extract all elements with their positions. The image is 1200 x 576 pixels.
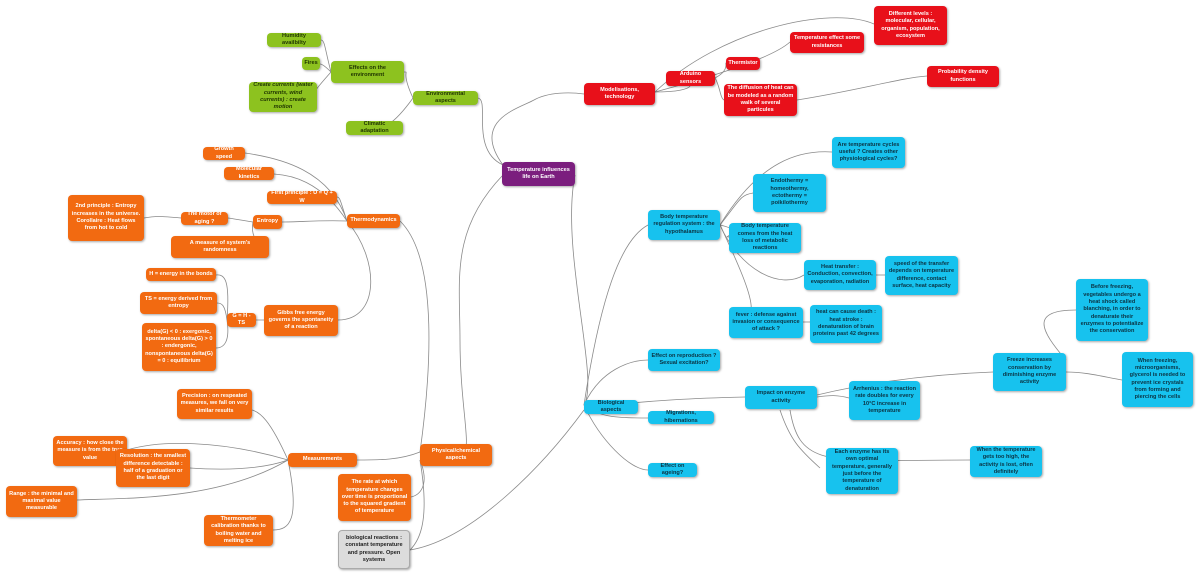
- node-thermodynamics[interactable]: Thermodynamics: [347, 214, 400, 228]
- node-h-energy-bonds[interactable]: H = energy in the bonds: [146, 268, 216, 281]
- node-measure-of-randomness[interactable]: A measure of system's randomness: [171, 236, 269, 258]
- node-freeze-conservation[interactable]: Freeze increases conservation by diminis…: [993, 353, 1066, 391]
- node-environmental-aspects[interactable]: Environmental aspects: [413, 91, 478, 105]
- node-modelisations-technology[interactable]: Modelisations, technology: [584, 83, 655, 105]
- node-biological-aspects[interactable]: Biological aspects: [584, 400, 638, 414]
- node-delta-g[interactable]: delta(G) < 0 : exergonic, spontaneous de…: [142, 323, 216, 371]
- node-growth-speed[interactable]: Growth speed: [203, 146, 245, 160]
- node-temperature-too-high[interactable]: When the temperature gets too high, the …: [970, 446, 1042, 477]
- node-effect-on-ageing[interactable]: Effect on ageing?: [648, 463, 697, 477]
- node-accuracy[interactable]: Accuracy : how close the measure is from…: [53, 436, 127, 466]
- node-g-formula[interactable]: G = H - TS: [227, 313, 256, 327]
- node-effect-on-reproduction[interactable]: Effect on reproduction ? Sexual excitati…: [648, 349, 720, 371]
- node-motor-of-aging[interactable]: The motor of aging ?: [181, 211, 228, 225]
- node-thermometer-calibration[interactable]: Thermometer calibration thanks to boilin…: [204, 515, 273, 546]
- node-thermistor[interactable]: Thermistor: [726, 57, 760, 70]
- node-arduino-sensors[interactable]: Arduino sensors: [666, 71, 715, 86]
- node-heat-can-cause-death[interactable]: heat can cause death : heat stroke : den…: [810, 305, 882, 343]
- node-molecular-kinetics[interactable]: Molecular kinetics: [224, 166, 274, 180]
- central-topic[interactable]: Temperature influences life on Earth: [502, 162, 575, 186]
- node-diffusion-of-heat[interactable]: The diffusion of heat can be modeled as …: [724, 84, 797, 116]
- node-temperature-effect-resistances[interactable]: Temperature effect some resistances: [790, 32, 864, 53]
- node-biological-reactions[interactable]: biological reactions : constant temperat…: [338, 530, 410, 569]
- node-gibbs-free-energy[interactable]: Gibbs free energy governs the spontaneit…: [264, 305, 338, 336]
- node-impact-on-enzyme-activity[interactable]: Impact on enzyme activity: [745, 386, 817, 409]
- node-temperature-cycles[interactable]: Are temperature cycles useful ? Creates …: [832, 137, 905, 168]
- node-rate-of-temperature-change[interactable]: The rate at which temperature changes ov…: [338, 474, 411, 521]
- node-precision[interactable]: Precision : on respeated measures, we fa…: [177, 389, 252, 419]
- node-effects-on-environment[interactable]: Effects on the environment: [331, 61, 404, 83]
- node-heat-transfer[interactable]: Heat transfer : Conduction, convection, …: [804, 260, 876, 290]
- node-humidity-availability[interactable]: Humidity availbilty: [267, 33, 321, 47]
- node-range[interactable]: Range : the minimal and maximal value me…: [6, 486, 77, 517]
- node-fever[interactable]: fever : defense against invasion or cons…: [729, 307, 803, 338]
- node-body-temperature-heat-loss[interactable]: Body temperature comes from the heat los…: [729, 223, 801, 253]
- node-when-freezing[interactable]: When freezing, microorganisms, glycerol …: [1122, 352, 1193, 407]
- node-probability-density[interactable]: Probability density functions: [927, 66, 999, 87]
- node-entropy[interactable]: Entropy: [253, 215, 282, 229]
- node-fires[interactable]: Fires: [302, 57, 320, 70]
- node-migrations-hibernations[interactable]: Migrations, hibernations: [648, 410, 714, 424]
- node-resolution[interactable]: Resolution : the smallest difference det…: [116, 449, 190, 487]
- node-endothermy[interactable]: Endothermy = homeothermy, ectothermy = p…: [753, 174, 826, 212]
- node-body-temperature-regulation[interactable]: Body temperature regulation system : the…: [648, 210, 720, 240]
- node-physical-chemical-aspects[interactable]: Physical/chemical aspects: [420, 444, 492, 466]
- node-enzyme-optimal-temperature[interactable]: Each enzyme has its own optimal temperat…: [826, 448, 898, 494]
- node-ts-energy-entropy[interactable]: TS = energy derived from entropy: [140, 292, 217, 314]
- node-measurements[interactable]: Measurements: [288, 453, 357, 467]
- node-different-levels[interactable]: Different levels : molecular, cellular, …: [874, 6, 947, 45]
- node-speed-of-transfer[interactable]: speed of the transfer depends on tempera…: [885, 256, 958, 295]
- node-climatic-adaptation[interactable]: Climatic adaptation: [346, 121, 403, 135]
- node-before-freezing[interactable]: Before freezing, vegetables undergo a he…: [1076, 279, 1148, 341]
- node-second-principle[interactable]: 2nd principle : Entropy increases in the…: [68, 195, 144, 241]
- node-arrhenius[interactable]: Arrhenius : the reaction rate doubles fo…: [849, 381, 920, 420]
- node-first-principle[interactable]: First principle : U = Q + W: [267, 190, 337, 204]
- node-create-currents[interactable]: Create currents (water currents, wind cu…: [249, 82, 317, 112]
